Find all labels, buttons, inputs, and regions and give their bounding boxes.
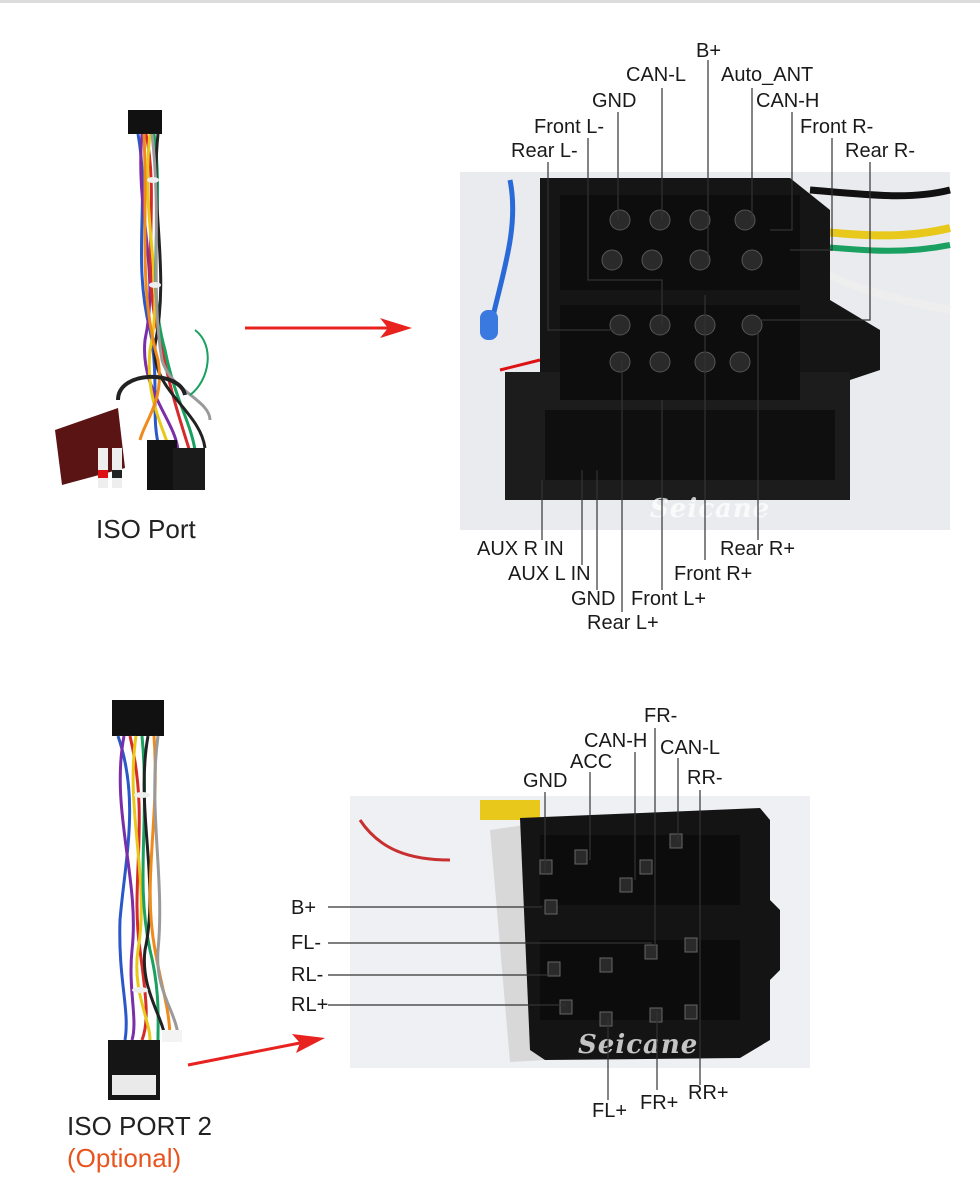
label-gnd-top: GND (592, 90, 637, 112)
label-rr-minus: RR- (687, 767, 723, 789)
label-can-h-2: CAN-H (584, 730, 648, 752)
label-b-plus-2: B+ (291, 897, 317, 919)
label-fl-minus: FL- (291, 932, 321, 954)
label-acc: ACC (570, 751, 613, 773)
label-auto-ant: Auto_ANT (721, 64, 814, 86)
label-rear-l-minus: Rear L- (511, 140, 578, 162)
label-rear-r-plus: Rear R+ (720, 538, 796, 560)
label-gnd-bottom: GND (571, 588, 616, 610)
label-can-l-2: CAN-L (660, 737, 721, 759)
label-rear-l-plus: Rear L+ (587, 612, 659, 634)
label-can-l: CAN-L (626, 64, 687, 86)
label-rr-plus: RR+ (688, 1082, 729, 1104)
label-aux-l-in: AUX L IN (508, 563, 591, 585)
label-fl-plus: FL+ (592, 1100, 628, 1122)
top-divider (0, 0, 980, 3)
label-aux-r-in: AUX R IN (477, 538, 564, 560)
label-fr-plus: FR+ (640, 1092, 679, 1114)
label-rl-minus: RL- (291, 964, 324, 986)
label-front-l-plus: Front L+ (631, 588, 707, 610)
label-gnd-2: GND (523, 770, 568, 792)
iso-port-caption: ISO Port (96, 514, 196, 544)
label-front-r-plus: Front R+ (674, 563, 753, 585)
watermark-1: Seicane (650, 494, 771, 524)
label-can-h: CAN-H (756, 90, 820, 112)
iso-port-2-caption: ISO PORT 2 (67, 1111, 212, 1141)
label-front-l-minus: Front L- (534, 116, 605, 138)
label-rear-r-minus: Rear R- (845, 140, 916, 162)
label-fr-minus: FR- (644, 705, 678, 727)
label-b-plus: B+ (696, 40, 722, 62)
label-front-r-minus: Front R- (800, 116, 874, 138)
watermark-2: Seicane (578, 1030, 699, 1060)
label-rl-plus: RL+ (291, 994, 329, 1016)
optional-note: (Optional) (67, 1143, 182, 1173)
